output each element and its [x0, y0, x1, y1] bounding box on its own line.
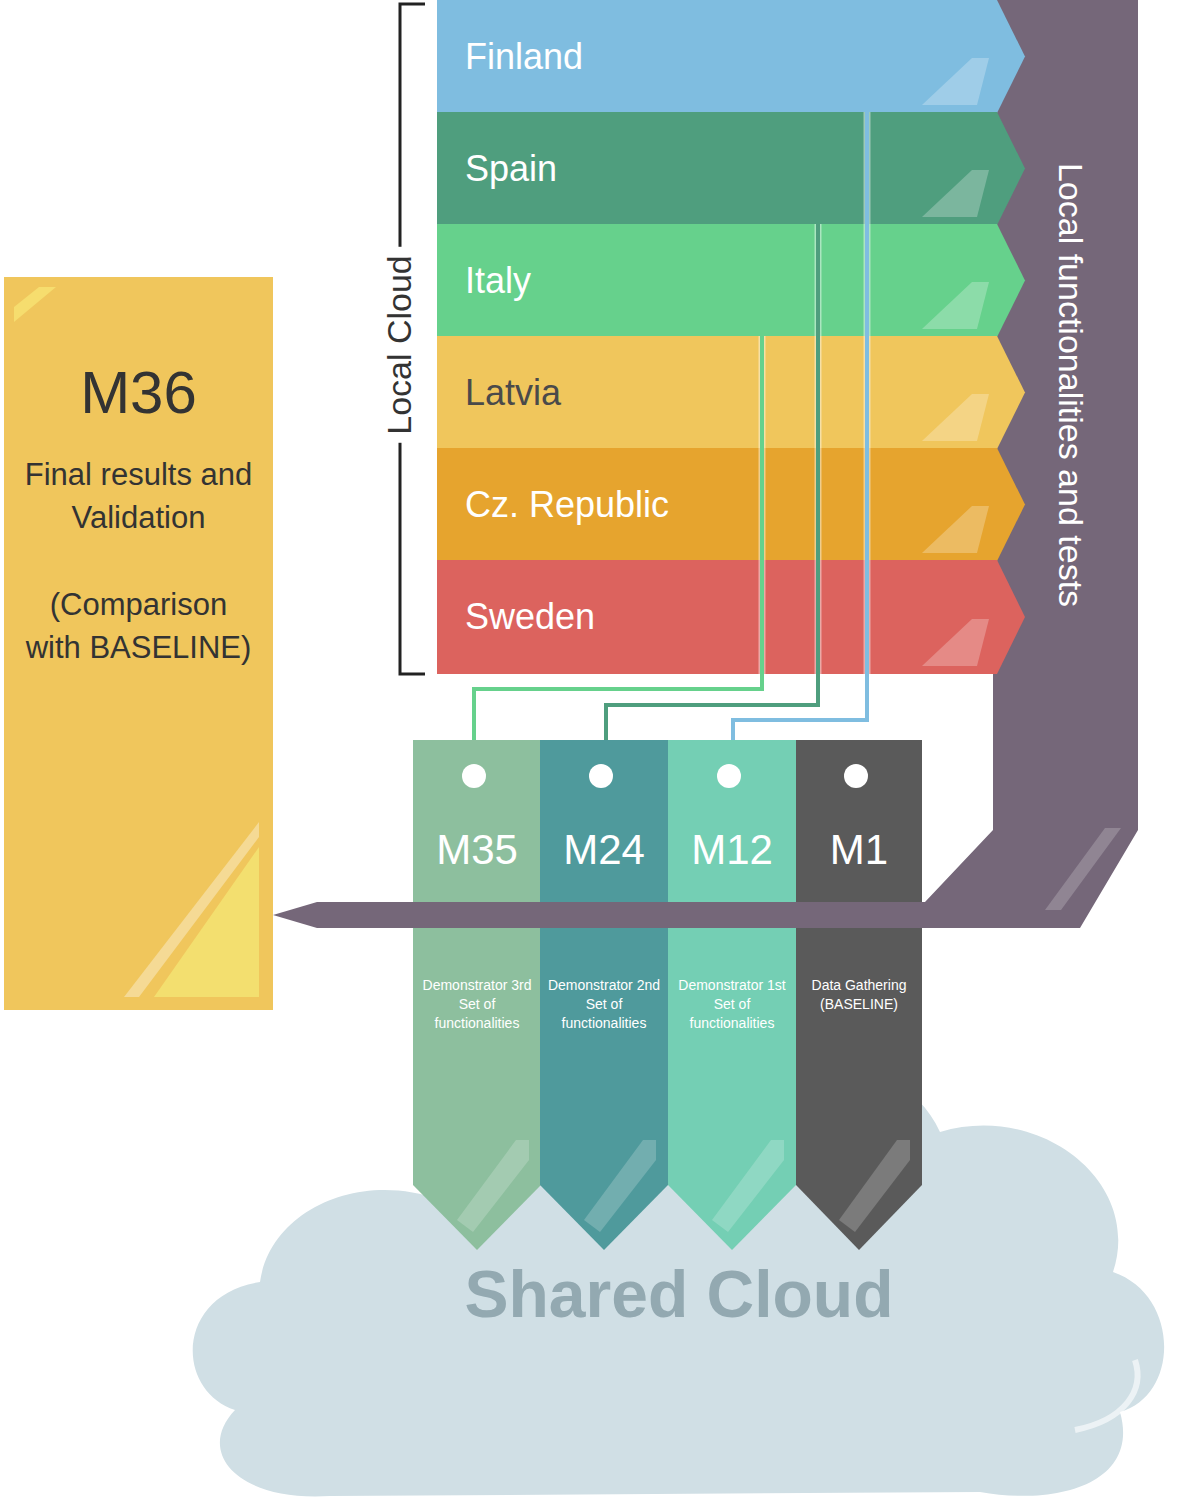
rotated-label-holder: Local functionalities and tests [1051, 163, 1090, 607]
glass-highlight [712, 1140, 784, 1232]
milestone-number: M1 [796, 826, 922, 874]
bracket-label-holder: Local Cloud [380, 247, 419, 443]
tag-shape [668, 740, 796, 1250]
tag-shape [796, 740, 922, 1250]
country-label: Sweden [465, 596, 595, 638]
node-shape [413, 740, 541, 1250]
milestone-description: Demonstrator 3rd Set of functionalities [413, 976, 541, 1033]
milestone-tag: M24Demonstrator 2nd Set of functionaliti… [540, 740, 668, 1250]
bracket-label: Local Cloud [380, 247, 419, 443]
glass-highlight [1045, 828, 1121, 910]
tag-hole [462, 764, 486, 788]
node-shape [796, 740, 922, 1250]
glass-highlight [457, 1140, 529, 1232]
tag-shape [540, 740, 668, 1250]
country-label: Cz. Republic [465, 484, 669, 526]
tag-hole [844, 764, 868, 788]
country-band: Cz. Republic [437, 448, 1027, 561]
connector [733, 112, 867, 740]
milestone-tag: M12Demonstrator 1st Set of functionaliti… [668, 740, 796, 1250]
tag-shape [413, 740, 541, 1250]
milestone-note: (Comparison with BASELINE) [18, 583, 259, 669]
connector-line [474, 336, 762, 740]
band-arrow-shape [437, 448, 1025, 561]
milestone-number: M24 [540, 826, 668, 874]
glass-highlight [922, 394, 989, 441]
glass-highlight [922, 170, 989, 217]
milestone-number: M12 [668, 826, 796, 874]
country-band: Italy [437, 224, 1027, 337]
country-label: Latvia [465, 372, 561, 414]
node-shape [540, 740, 668, 1250]
country-band: Latvia [437, 336, 1027, 449]
arrow-bar [273, 902, 927, 928]
band-arrow-shape [437, 560, 1025, 674]
milestone-title: M36 [18, 357, 259, 429]
band-arrow-shape [437, 0, 1025, 113]
milestone-tag: M35Demonstrator 3rd Set of functionaliti… [413, 740, 541, 1250]
connector [273, 902, 927, 928]
country-band: Sweden [437, 560, 1027, 674]
connector [606, 224, 818, 740]
band-arrow-shape [437, 336, 1025, 449]
final-milestone-box: M36Final results and Validation (Comparis… [4, 277, 273, 1010]
glass-highlight [922, 619, 989, 666]
milestone-description: Data Gathering (BASELINE) [796, 976, 922, 1014]
country-label: Finland [465, 36, 583, 78]
box-shape [4, 277, 273, 1010]
band-arrow-shape [437, 112, 1025, 225]
country-band: Finland [437, 0, 1027, 113]
glass-highlight [922, 506, 989, 553]
node-shape [668, 740, 796, 1250]
milestone-heading: Final results and Validation [18, 453, 259, 539]
glass-highlight [584, 1140, 656, 1232]
milestone-tag: M1Data Gathering (BASELINE) [796, 740, 922, 1250]
glass-highlight [14, 287, 56, 322]
glass-highlight [922, 282, 989, 329]
tag-hole [589, 764, 613, 788]
glass-highlight [839, 1140, 910, 1232]
cloud-highlight [1075, 1360, 1138, 1430]
connector-halo [606, 224, 818, 740]
cloud-label: Shared Cloud [175, 1256, 1183, 1332]
glass-highlight [922, 58, 989, 105]
milestone-description: Demonstrator 2nd Set of functionalities [540, 976, 668, 1033]
milestone-number: M35 [413, 826, 541, 874]
vertical-band-label: Local functionalities and tests [1051, 163, 1090, 607]
connector-halo [733, 112, 867, 740]
tag-hole [717, 764, 741, 788]
milestone-description: Demonstrator 1st Set of functionalities [668, 976, 796, 1033]
band-arrow-shape [437, 224, 1025, 337]
connector-line [606, 224, 818, 740]
glass-highlight [124, 822, 259, 997]
country-band: Spain [437, 112, 1027, 225]
connector [474, 336, 762, 740]
country-label: Italy [465, 260, 531, 302]
connector-line [733, 112, 867, 740]
glass-highlight [154, 847, 259, 997]
connector-halo [474, 336, 762, 740]
country-label: Spain [465, 148, 557, 190]
